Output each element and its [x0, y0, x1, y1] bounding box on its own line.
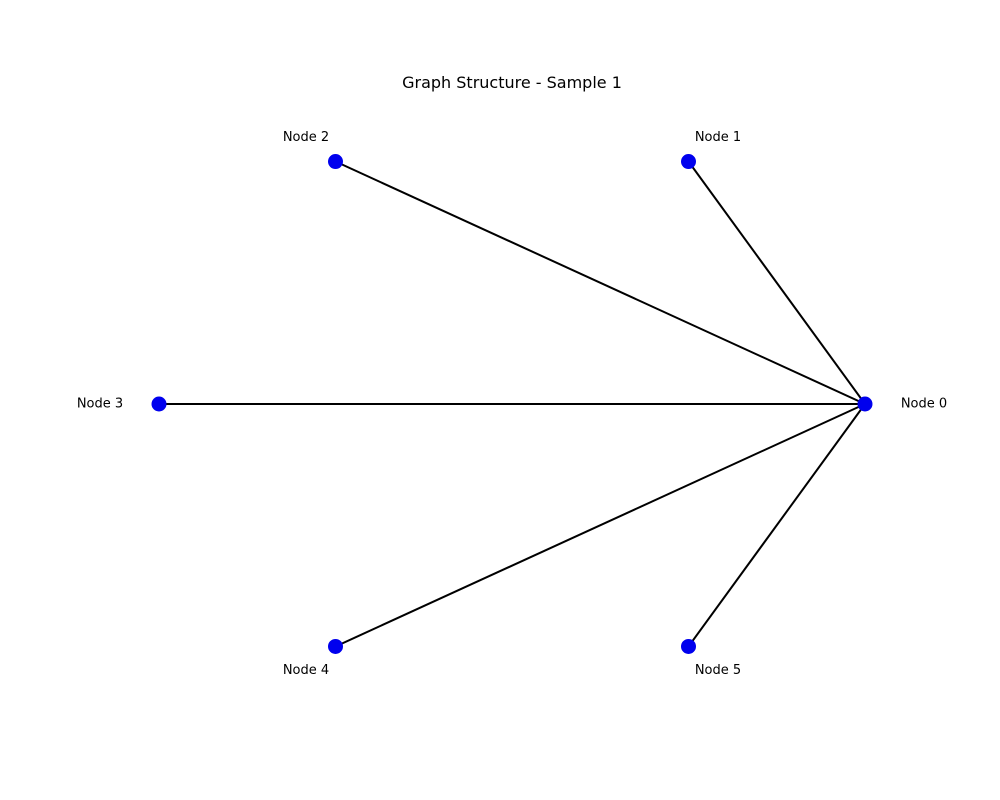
edge-0-5: [687, 403, 866, 648]
node-1: [681, 154, 696, 170]
node-4: [328, 638, 343, 654]
node-label-0: Node 0: [901, 397, 947, 412]
graph-title: Graph Structure - Sample 1: [402, 73, 622, 92]
node-label-4: Node 4: [283, 663, 329, 678]
node-label-1: Node 1: [695, 130, 741, 145]
node-label-5: Node 5: [695, 663, 741, 678]
node-3: [151, 396, 167, 412]
node-0: [857, 396, 873, 412]
edge-0-2: [335, 160, 866, 405]
node-2: [328, 154, 343, 170]
edge-0-4: [335, 403, 866, 648]
labels-layer: Node 0 Node 1 Node 2 Node 3 Node 4 Node 5: [77, 130, 947, 678]
node-label-3: Node 3: [77, 397, 123, 412]
node-5: [681, 638, 696, 654]
node-label-2: Node 2: [283, 130, 329, 145]
edge-0-1: [687, 160, 866, 405]
edges-layer: [159, 160, 866, 648]
nodes-layer: [151, 154, 873, 654]
